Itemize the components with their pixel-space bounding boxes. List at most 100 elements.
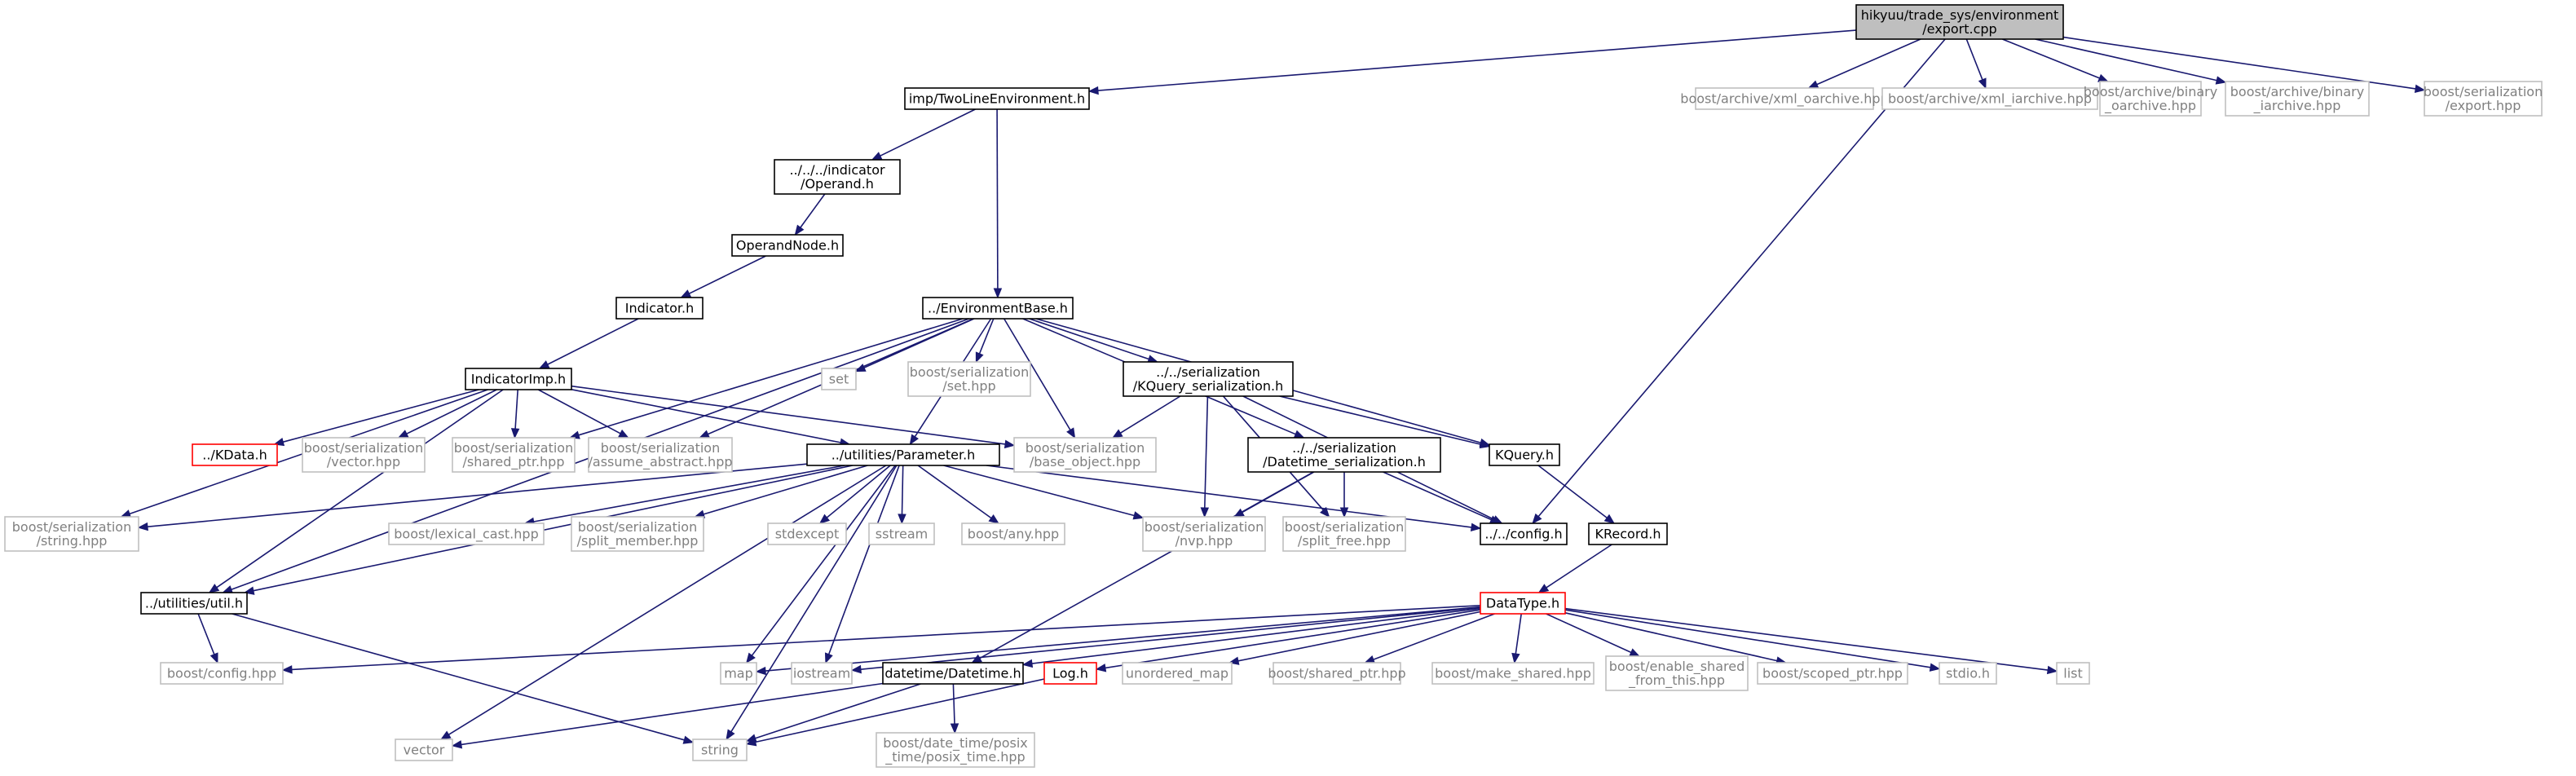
node-label: boost/archive/xml_oarchive.hpp [1680,91,1888,108]
edge-param-to-splitmem [694,465,868,518]
node-label: /nvp.hpp [1176,533,1233,549]
node-label: _iarchive.hpp [2253,98,2341,114]
edge-line [197,613,215,655]
node-splitmem: boost/serialization/split_member.hpp [571,516,704,552]
edge-line [751,465,896,656]
edge-arrowhead [397,430,409,439]
node-box [882,662,1024,685]
node-label: /split_member.hpp [577,533,699,549]
node-config[interactable]: ../../config.h [1480,522,1568,545]
edge-line [1120,395,1181,434]
node-datatype[interactable]: DataType.h [1480,592,1566,615]
node-datetime[interactable]: datetime/Datetime.h [882,662,1024,685]
node-root[interactable]: hikyuu/trade_sys/environment/export.cpp [1855,4,2064,40]
node-indimp[interactable]: IndicatorImp.h [465,368,572,390]
edge-line [1546,613,1632,654]
node-box [4,516,139,552]
edge-logh-to-string [745,678,1045,747]
edge-param-to-string [726,465,898,741]
node-indicator[interactable]: Indicator.h [615,297,704,320]
edge-line [1279,395,1481,445]
edge-arrowhead [208,584,220,593]
edge-line [755,678,1045,743]
node-box [731,234,844,257]
edge-dtser-to-config [1383,471,1501,524]
node-label: vector [404,743,445,758]
node-box [1122,662,1233,685]
edge-datetime-to-posix [950,683,959,734]
edge-datatype-to-datetime [1021,607,1481,668]
edge-indimp-to-baseobj [571,385,1016,449]
node-label: boost/serialization [454,440,573,456]
node-label: ../../serialization [1292,440,1396,456]
node-bini: boost/archive/binary_iarchive.hpp [2225,81,2370,117]
node-label: ../../config.h [1484,527,1562,542]
node-krecord[interactable]: KRecord.h [1588,522,1668,545]
edge-datatype-to-boostconfig [281,605,1481,674]
node-label: boost/shared_ptr.hpp [1268,666,1405,682]
edge-line [901,465,904,515]
edge-arrowhead [824,652,833,664]
node-label: boost/serialization [1285,519,1404,535]
node-exporth: boost/serialization/export.hpp [2424,81,2543,117]
node-box [2424,81,2543,117]
node-box [1431,662,1595,685]
node-label: ../KData.h [202,448,267,463]
node-kqser[interactable]: ../../serialization/KQuery_serialization… [1123,361,1294,397]
edge-param-to-map [746,465,896,664]
node-operandnode[interactable]: OperandNode.h [731,234,844,257]
edge-arrowhead [794,224,805,236]
node-box [821,368,857,390]
node-box [588,437,733,473]
node-box [1480,592,1566,615]
node-label: boost/serialization [910,364,1029,380]
node-dtser[interactable]: ../../serialization/Datetime_serializati… [1247,437,1441,473]
edge-line [1105,609,1481,669]
edge-arrowhead [2046,665,2058,675]
edge-kqser-to-baseobj [1111,395,1181,439]
node-box [1881,87,2098,110]
edge-line [1003,318,1071,430]
node-label: _time/posix_time.hpp [884,749,1025,765]
edge-line [448,465,887,735]
edge-param-to-stdexcept [818,465,891,524]
edge-line [880,108,976,157]
edge-arrowhead [1066,427,1076,439]
node-twoline[interactable]: imp/TwoLineEnvironment.h [904,87,1090,110]
node-logh[interactable]: Log.h [1043,662,1097,685]
node-label: boost/make_shared.hpp [1435,666,1591,682]
node-operand[interactable]: ../../../indicator/Operand.h [774,159,901,195]
node-box [1142,516,1266,552]
node-label: /base_object.hpp [1030,454,1140,470]
node-box [1695,87,1874,110]
node-label: /set.hpp [942,378,995,394]
edge-datatype-to-logh [1095,609,1481,672]
edge-indimp-to-sharedptrhpp [510,389,520,439]
node-label: ../utilities/util.h [145,596,243,611]
node-label: ../utilities/Parameter.h [831,448,976,463]
edge-line [547,318,639,365]
node-envbase[interactable]: ../EnvironmentBase.h [922,297,1074,320]
node-param[interactable]: ../utilities/Parameter.h [806,443,1000,466]
node-label: ../../serialization [1156,364,1260,380]
node-label: /shared_ptr.hpp [463,454,565,470]
node-box [1013,437,1157,473]
node-box [2056,662,2090,685]
edge-arrowhead [988,514,999,524]
edge-line [1237,611,1481,662]
node-kdata[interactable]: ../KData.h [192,443,278,466]
edge-operand-to-operandnode [794,193,826,236]
edge-line [1029,318,1149,360]
edge-arrowhead [1532,513,1542,525]
edge-line [291,605,1481,671]
edge-line [1097,29,1857,91]
node-kquery[interactable]: KQuery.h [1489,443,1560,466]
edge-line [533,465,845,522]
node-label: unordered_map [1126,666,1228,682]
node-util[interactable]: ../utilities/util.h [140,592,248,615]
edge-dtser-to-datetime [971,471,1314,664]
edge-param-to-util [243,465,854,595]
node-label: Indicator.h [625,301,694,316]
node-box [767,522,847,545]
edge-arrowhead [2215,76,2227,85]
